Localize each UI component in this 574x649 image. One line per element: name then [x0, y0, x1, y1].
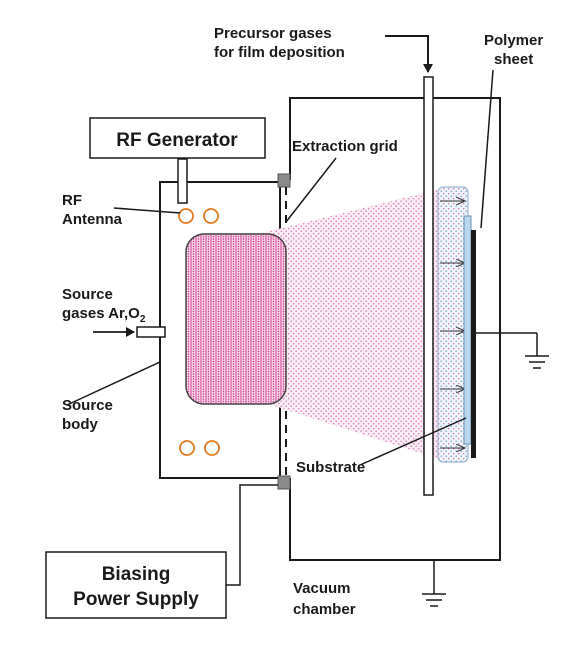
polymer-label-line2: sheet [494, 51, 533, 68]
polymer-label-line1: Polymer [484, 32, 543, 49]
rf-antenna-coils [178, 208, 220, 456]
precursor-label-line2: for film deposition [214, 44, 345, 61]
precursor-gas-tube [423, 76, 434, 496]
source-gases-subscript: 2 [140, 314, 146, 325]
source-gases-text: gases Ar,O [62, 305, 140, 322]
bottom-flange [277, 475, 291, 490]
rf-generator-label: RF Generator [116, 130, 238, 151]
substrate [463, 215, 472, 445]
vacuum-label-line2: chamber [293, 601, 356, 618]
precursor-label-line1: Precursor gases [214, 25, 332, 42]
source-gases-label-line1: Source [62, 286, 113, 303]
leader-lines [66, 69, 494, 466]
biasing-label-line2: Power Supply [73, 589, 199, 610]
vacuum-label-line1: Vacuum [293, 580, 351, 597]
source-gases-label-line2: gases Ar,O2 [62, 305, 146, 325]
gas-inlet-port [136, 326, 166, 338]
rf-feedthrough [177, 158, 188, 204]
rf-antenna-label-line1: RF [62, 192, 82, 209]
source-body-label-line2: body [62, 416, 98, 433]
rf-antenna-label-line2: Antenna [62, 211, 123, 228]
beam-arrows [440, 201, 465, 448]
plasma [185, 233, 287, 405]
substrate-label: Substrate [296, 459, 365, 476]
chamber-ground [422, 560, 446, 607]
biasing-power-supply-box [45, 551, 227, 619]
bias-wiring [226, 484, 278, 586]
polymer-sheet [471, 230, 476, 458]
top-flange [277, 173, 291, 188]
extraction-grid-label: Extraction grid [292, 138, 398, 155]
substrate-ground [476, 332, 549, 369]
rf-generator-box [89, 117, 266, 159]
source-body-label-line1: Source [62, 397, 113, 414]
biasing-label-line1: Biasing [102, 564, 171, 585]
precursor-inlet-arrow [385, 35, 433, 73]
vacuum-chamber [289, 97, 501, 561]
ion-beam [250, 187, 448, 462]
